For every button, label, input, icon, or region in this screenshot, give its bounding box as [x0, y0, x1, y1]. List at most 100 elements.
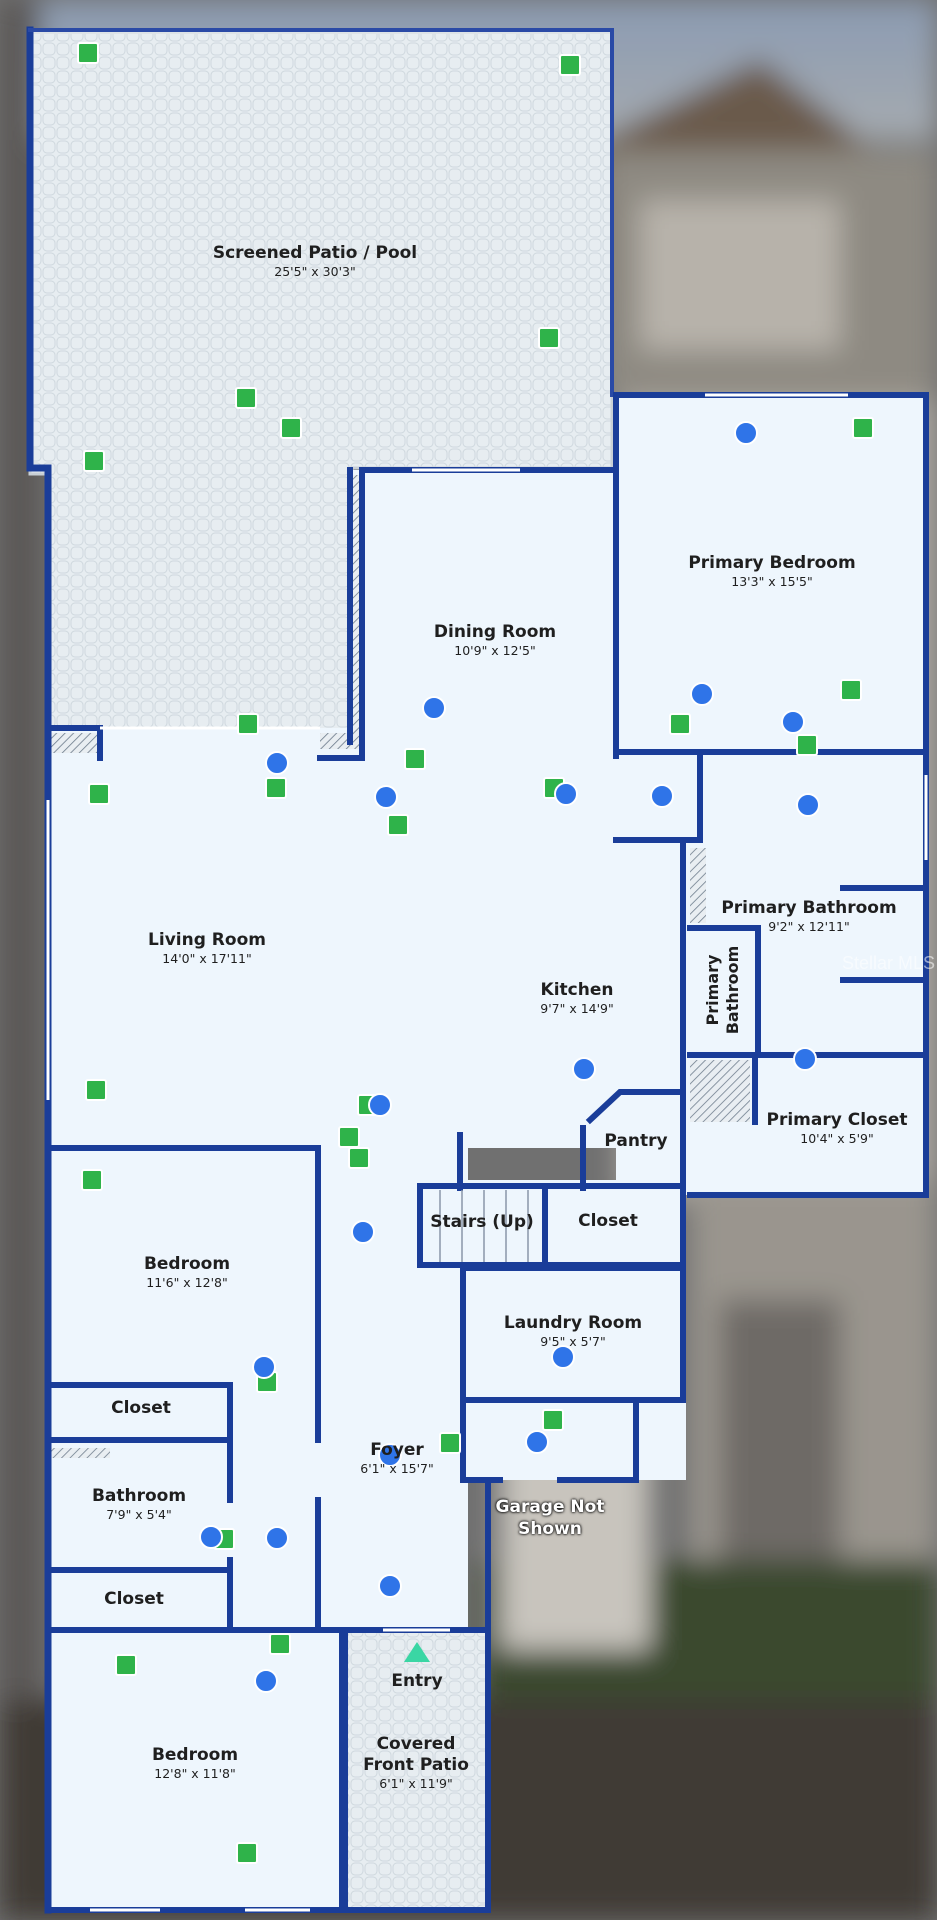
room-label-bedroom-3: Bedroom 12'8" x 11'8"	[152, 1745, 238, 1782]
room-label-closet-2: Closet	[111, 1398, 171, 1419]
room-label-primary-closet: Primary Closet 10'4" x 5'9"	[767, 1110, 908, 1147]
room-name: Foyer	[370, 1440, 424, 1460]
room-name: Primary Bedroom	[688, 553, 856, 573]
panorama-marker[interactable]	[781, 710, 805, 734]
panorama-marker[interactable]	[351, 1220, 375, 1244]
room-name: Closet	[578, 1211, 638, 1231]
photo-marker[interactable]	[348, 1147, 370, 1169]
panorama-marker[interactable]	[551, 1345, 575, 1369]
room-label-dining-room: Dining Room 10'9" x 12'5"	[434, 622, 556, 659]
room-label-stairs: Stairs (Up)	[430, 1212, 534, 1233]
room-label-foyer: Foyer 6'1" x 15'7"	[360, 1440, 433, 1477]
photo-marker[interactable]	[852, 417, 874, 439]
panorama-marker[interactable]	[378, 1443, 402, 1467]
panorama-marker[interactable]	[199, 1525, 223, 1549]
panorama-marker[interactable]	[254, 1669, 278, 1693]
photo-marker[interactable]	[81, 1169, 103, 1191]
room-label-primary-bathroom-small: Primary Bathroom	[703, 945, 742, 1035]
covered-front-patio-area	[345, 1630, 486, 1910]
panorama-marker[interactable]	[572, 1057, 596, 1081]
room-dims: 10'9" x 12'5"	[454, 643, 536, 658]
room-label-pantry: Pantry	[604, 1131, 667, 1152]
photo-marker[interactable]	[559, 54, 581, 76]
panorama-marker[interactable]	[265, 1526, 289, 1550]
panorama-marker[interactable]	[374, 785, 398, 809]
room-name: Stairs (Up)	[430, 1212, 534, 1232]
photo-marker[interactable]	[542, 1409, 564, 1431]
photo-marker[interactable]	[796, 734, 818, 756]
room-dims: 6'1" x 15'7"	[360, 1461, 434, 1476]
room-dims: 12'8" x 11'8"	[154, 1766, 236, 1781]
room-name: Screened Patio / Pool	[212, 243, 418, 263]
photo-marker[interactable]	[83, 450, 105, 472]
room-label-primary-bathroom: Primary Bathroom 9'2" x 12'11"	[721, 898, 896, 935]
room-name: Kitchen	[540, 980, 614, 1000]
room-name: Closet	[104, 1589, 164, 1609]
room-name: Pantry	[604, 1131, 668, 1151]
photo-marker[interactable]	[439, 1432, 461, 1454]
photo-marker[interactable]	[669, 713, 691, 735]
room-label-screened-patio: Screened Patio / Pool 25'5" x 30'3"	[213, 243, 417, 280]
room-name: Bedroom	[151, 1745, 239, 1765]
photo-marker[interactable]	[85, 1079, 107, 1101]
panorama-marker[interactable]	[734, 421, 758, 445]
room-label-kitchen: Kitchen 9'7" x 14'9"	[540, 980, 613, 1017]
photo-marker[interactable]	[88, 783, 110, 805]
photo-marker[interactable]	[404, 748, 426, 770]
panorama-marker[interactable]	[650, 784, 674, 808]
room-label-covered-front-patio: Covered Front Patio 6'1" x 11'9"	[356, 1734, 476, 1792]
room-name: Bathroom	[91, 1486, 187, 1506]
room-name: Dining Room	[433, 622, 557, 642]
panorama-marker[interactable]	[422, 696, 446, 720]
room-dims: 9'2" x 12'11"	[768, 919, 850, 934]
room-label-laundry-room: Laundry Room 9'5" x 5'7"	[504, 1313, 642, 1350]
room-dims: 25'5" x 30'3"	[274, 264, 356, 279]
panorama-marker[interactable]	[252, 1355, 276, 1379]
photo-marker[interactable]	[338, 1126, 360, 1148]
panorama-marker[interactable]	[368, 1093, 392, 1117]
photo-marker[interactable]	[235, 387, 257, 409]
panorama-marker[interactable]	[554, 782, 578, 806]
photo-marker[interactable]	[115, 1654, 137, 1676]
room-name: Primary Bathroom	[721, 898, 897, 918]
room-name: Bedroom	[143, 1254, 231, 1274]
room-name: Living Room	[148, 930, 266, 950]
room-label-entry: Entry	[391, 1671, 442, 1692]
photo-marker[interactable]	[269, 1633, 291, 1655]
photo-marker[interactable]	[280, 417, 302, 439]
panorama-marker[interactable]	[265, 751, 289, 775]
room-name: Closet	[111, 1398, 171, 1418]
stairs-treads	[439, 1190, 529, 1262]
walls	[26, 26, 929, 1914]
panorama-marker[interactable]	[378, 1574, 402, 1598]
photo-markers	[77, 42, 874, 1864]
panorama-marker[interactable]	[796, 793, 820, 817]
room-dims: 13'3" x 15'5"	[731, 574, 813, 589]
room-name: Primary Closet	[766, 1110, 908, 1130]
room-label-primary-bedroom: Primary Bedroom 13'3" x 15'5"	[688, 553, 855, 590]
entry-marker-icon[interactable]	[404, 1642, 430, 1662]
photo-marker[interactable]	[387, 814, 409, 836]
room-label-bathroom: Bathroom 7'9" x 5'4"	[92, 1486, 186, 1523]
watermark: Stellar MLS	[842, 953, 936, 973]
garage-note: Garage Not Shown	[495, 1497, 605, 1539]
room-label-bedroom-2: Bedroom 11'6" x 12'8"	[144, 1254, 230, 1291]
panorama-marker[interactable]	[690, 682, 714, 706]
photo-marker[interactable]	[237, 713, 259, 735]
photo-marker[interactable]	[840, 679, 862, 701]
room-dims: 7'9" x 5'4"	[106, 1507, 172, 1522]
room-name: Entry	[391, 1671, 443, 1691]
photo-marker[interactable]	[77, 42, 99, 64]
windows	[46, 393, 928, 1912]
photo-marker[interactable]	[538, 327, 560, 349]
photo-marker[interactable]	[265, 777, 287, 799]
room-dims: 6'1" x 11'9"	[379, 1776, 453, 1791]
photo-marker[interactable]	[236, 1842, 258, 1864]
room-dims: 11'6" x 12'8"	[146, 1275, 228, 1290]
room-label-living-room: Living Room 14'0" x 17'11"	[148, 930, 266, 967]
panorama-marker[interactable]	[525, 1430, 549, 1454]
room-label-closet-3: Closet	[104, 1589, 164, 1610]
panorama-marker[interactable]	[793, 1047, 817, 1071]
room-dims: 9'5" x 5'7"	[540, 1334, 606, 1349]
